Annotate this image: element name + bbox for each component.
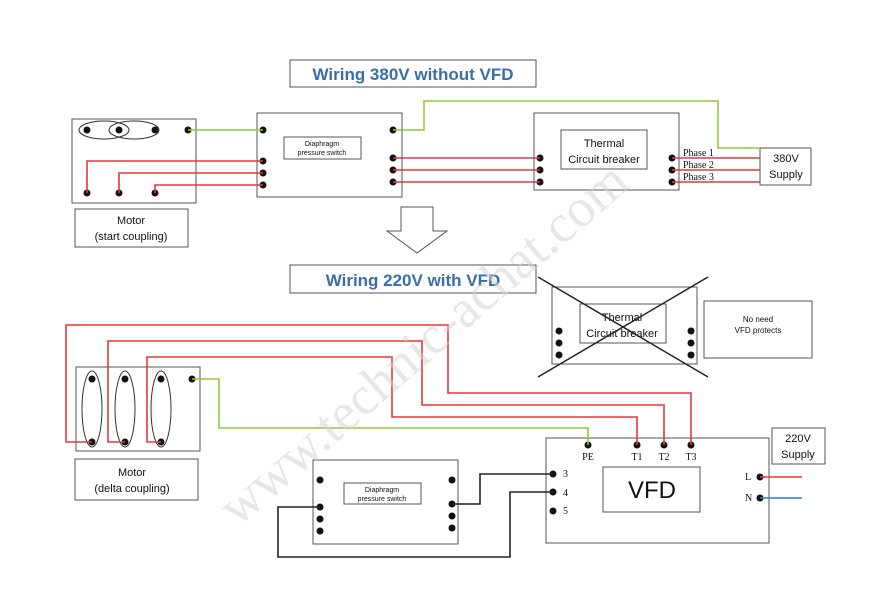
- bottom-title-box: [289, 264, 537, 294]
- supply-380v-box: [759, 147, 812, 186]
- crossed-breaker-label-2: Circuit breaker: [586, 328, 658, 340]
- motor-bottom-label-1: Motor: [118, 467, 146, 479]
- supply-380v-label-1: 380V: [773, 153, 799, 165]
- vfd-terminal-pe: PE: [582, 452, 594, 463]
- phase-3-label: Phase 3: [683, 172, 714, 183]
- note-box: [703, 300, 813, 359]
- down-arrow-icon: [385, 206, 449, 254]
- pressure-switch-bottom: [312, 459, 459, 545]
- supply-220v-label-1: 220V: [785, 433, 811, 445]
- phase-1-label: Phase 1: [683, 148, 714, 159]
- motor-top-label-2: (start coupling): [95, 231, 168, 243]
- breaker-top-label-2: Circuit breaker: [568, 154, 640, 166]
- motor-delta-coupling: [75, 366, 201, 452]
- vfd-terminal-3: 3: [563, 469, 568, 480]
- vfd-terminal-t1: T1: [631, 452, 642, 463]
- motor-top-label-box: [74, 208, 189, 248]
- vfd-terminal-n: N: [745, 493, 752, 504]
- top-title-box: [289, 59, 537, 88]
- pressure-switch-top-label-2: pressure switch: [298, 150, 347, 157]
- supply-220v-label-2: Supply: [781, 449, 815, 461]
- pressure-switch-bottom-label-2: pressure switch: [358, 496, 407, 503]
- phase-2-label: Phase 2: [683, 160, 714, 171]
- vfd-terminal-5: 5: [563, 506, 568, 517]
- note-label-1: No need: [743, 315, 773, 324]
- vfd-terminal-4: 4: [563, 488, 568, 499]
- bottom-wires: [65, 324, 802, 558]
- vfd-label: VFD: [628, 477, 676, 504]
- top-wires: [86, 100, 760, 193]
- motor-top-label-1: Motor: [117, 215, 145, 227]
- note-label-2: VFD protects: [735, 326, 782, 335]
- cross-line-2: [537, 276, 709, 378]
- motor-bottom-label-box: [74, 458, 199, 501]
- vfd-terminal-t2: T2: [658, 452, 669, 463]
- supply-380v-label-2: Supply: [769, 169, 803, 181]
- supply-220v-box: [771, 427, 826, 465]
- pressure-switch-bottom-label-1: Diaphragm: [365, 487, 399, 494]
- breaker-top-label-1: Thermal: [584, 138, 624, 150]
- pressure-switch-top: [256, 112, 403, 198]
- pressure-switch-top-label-1: Diaphragm: [305, 141, 339, 148]
- motor-bottom-label-2: (delta coupling): [94, 483, 169, 495]
- vfd-terminal-t3: T3: [685, 452, 696, 463]
- vfd-terminal-l: L: [745, 472, 751, 483]
- bottom-title: Wiring 220V with VFD: [326, 271, 501, 290]
- top-title: Wiring 380V without VFD: [312, 65, 513, 84]
